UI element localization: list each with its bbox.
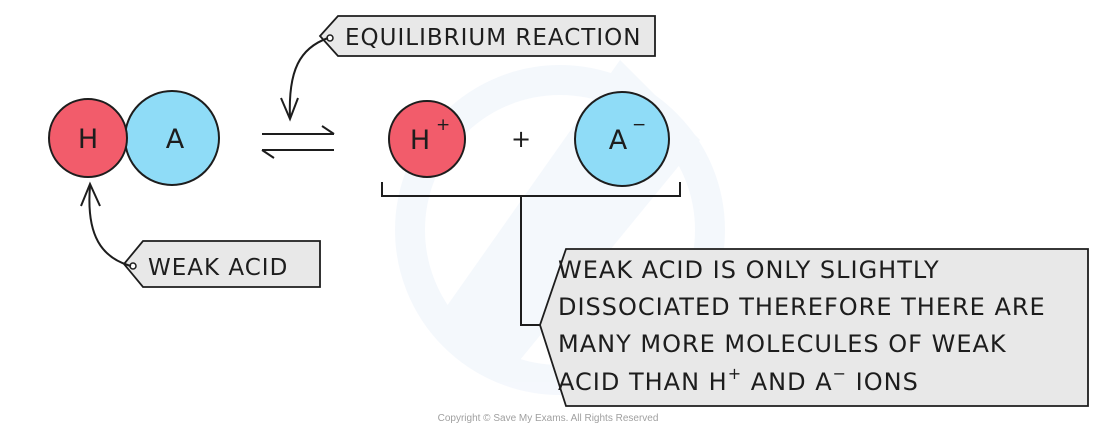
h-plus-ion: H + [388,100,466,178]
note-line-4-part-2: AND A [742,368,833,396]
weak-acid-tag: WEAK ACID [122,240,321,288]
ha-molecule: H A [48,90,220,186]
hydrogen-label: H [78,124,98,155]
note-line-4-part-1: ACID THAN H [558,368,728,396]
h-plus-charge: + [436,115,450,135]
a-minus-ion: A − [574,91,670,187]
equilibrium-pointer-arrow [280,37,329,122]
equilibrium-reaction-label: EQUILIBRIUM REACTION [345,25,641,51]
note-line-4-sup-2: − [833,364,847,383]
note-line-4-part-3: IONS [847,368,919,396]
weak-acid-label: WEAK ACID [148,255,288,281]
weak-acid-pointer-arrow [80,181,132,267]
plus-sign: + [511,125,531,153]
explanation-note: WEAK ACID IS ONLY SLIGHTLY DISSOCIATED T… [539,248,1089,407]
note-line-1: WEAK ACID IS ONLY SLIGHTLY [558,256,940,284]
anion-label: A [166,124,185,155]
note-line-3: MANY MORE MOLECULES OF WEAK [558,330,1007,358]
note-line-4-sup-1: + [728,364,742,383]
h-plus-label: H [410,125,430,156]
copyright-text: Copyright © Save My Exams. All Rights Re… [438,413,659,424]
equilibrium-reaction-tag: EQUILIBRIUM REACTION [318,15,656,57]
hydrogen-atom [48,98,128,178]
note-line-2: DISSOCIATED THEREFORE THERE ARE [558,293,1046,321]
products-bracket [381,182,681,326]
a-minus-label: A [609,125,628,156]
note-line-4: ACID THAN H+ AND A− IONS [558,364,919,396]
equilibrium-arrows-icon [261,125,335,159]
a-minus-charge: − [632,115,646,135]
